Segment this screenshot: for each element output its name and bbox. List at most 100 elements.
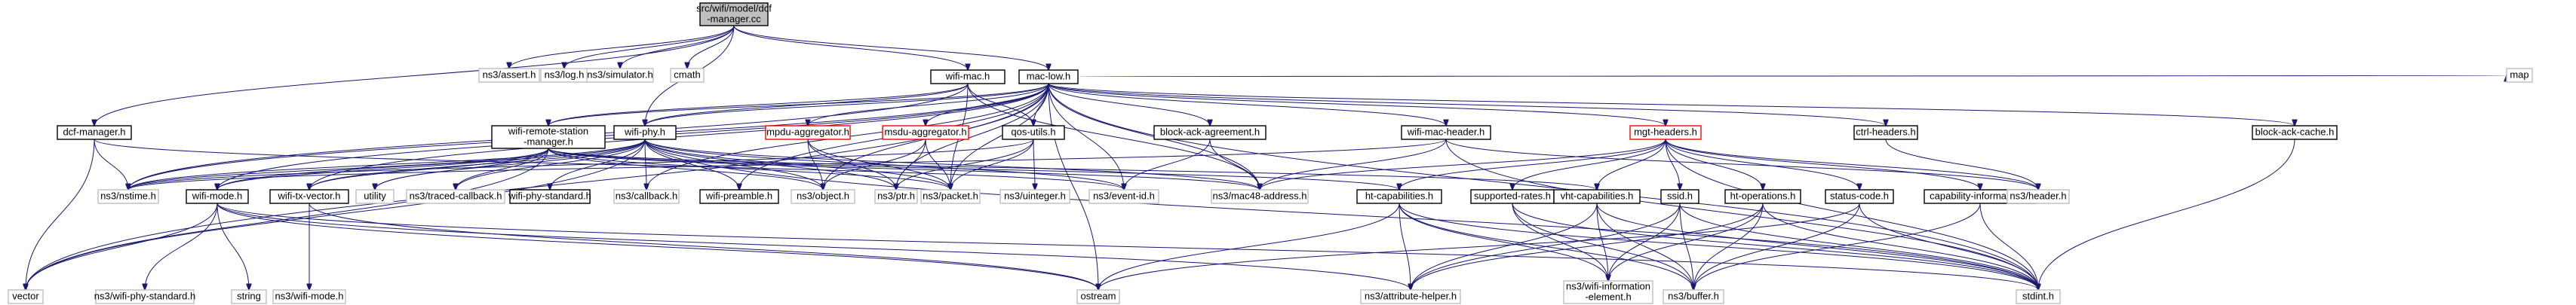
- edge-qos-to-packet: [950, 139, 1034, 190]
- node-wifiphy[interactable]: wifi-phy.h: [613, 125, 677, 140]
- edge-wifiphy-to-mac48: [644, 139, 1260, 190]
- node-wtxv-label: wifi-tx-vector.h: [277, 190, 340, 201]
- edge-htops-to-stdint: [1762, 203, 2038, 290]
- node-ptr-box: [874, 189, 918, 204]
- edge-qos-to-nstime: [128, 139, 1034, 190]
- node-nstime-box: [97, 189, 159, 204]
- node-tcb-box: [406, 189, 505, 204]
- node-ssid-box: [1660, 189, 1699, 204]
- node-msdu[interactable]: msdu-aggregator.h: [882, 125, 969, 140]
- node-msdu-label: msdu-aggregator.h: [884, 126, 966, 137]
- edge-maclow-to-ostream: [1048, 83, 1098, 290]
- node-dcfh[interactable]: dcf-manager.h: [57, 125, 132, 140]
- node-wifimac[interactable]: wifi-mac.h: [930, 69, 1006, 84]
- edge-wifiphy-to-wtxv: [309, 139, 646, 190]
- node-wifimode-label: wifi-mode.h: [192, 190, 242, 201]
- node-suprates-label: supported-rates.h: [1474, 190, 1551, 201]
- edge-wifiphy-to-vector: [26, 139, 646, 290]
- node-dcfh-label: dcf-manager.h: [63, 126, 125, 137]
- node-utility-box: [355, 189, 395, 204]
- edge-htops-to-wie: [1608, 203, 1764, 281]
- node-suprates[interactable]: supported-rates.h: [1470, 189, 1555, 204]
- node-mpdu[interactable]: mpdu-aggregator.h: [765, 125, 851, 140]
- node-wmh[interactable]: wifi-mac-header.h: [1401, 125, 1491, 140]
- node-wifimode[interactable]: wifi-mode.h: [186, 189, 249, 204]
- edge-mpdu-to-packet: [807, 139, 950, 190]
- node-bac-label: block-ack-cache.h: [2255, 126, 2335, 137]
- edge-htcap-to-stdint: [1399, 203, 2038, 290]
- edge-mgt-to-vhtcap: [1597, 139, 1666, 190]
- node-object: ns3/object.h: [791, 189, 855, 204]
- node-preamble[interactable]: wifi-preamble.h: [699, 189, 779, 204]
- node-dcf-label: -manager.cc: [707, 13, 761, 24]
- edge-ssid-to-stdint: [1679, 203, 2038, 290]
- node-ssid[interactable]: ssid.h: [1660, 189, 1699, 204]
- node-wie: ns3/wifi-information-element.h: [1563, 280, 1653, 304]
- edge-vhtcap-to-stdint: [1596, 203, 2038, 290]
- edge-wtxv-to-ostream: [309, 203, 1098, 290]
- node-uinteger-label: ns3/uinteger.h: [1004, 190, 1066, 201]
- node-eventid-box: [1088, 189, 1159, 204]
- node-mgt[interactable]: mgt-headers.h: [1629, 125, 1702, 140]
- edge-mpdu-to-ptr: [807, 139, 896, 190]
- node-htops-label: ht-operations.h: [1730, 190, 1796, 201]
- node-object-label: ns3/object.h: [797, 190, 849, 201]
- node-callback-box: [613, 189, 680, 204]
- node-assert-label: ns3/assert.h: [483, 69, 536, 80]
- edge-maclow-to-mgt: [1048, 83, 1666, 126]
- edge-wifiphy-to-tcb: [456, 139, 646, 190]
- node-wtxv[interactable]: wifi-tx-vector.h: [269, 189, 349, 204]
- edge-wrsm-to-packet: [548, 148, 950, 190]
- node-qos-label: qos-utils.h: [1011, 126, 1055, 137]
- node-bac[interactable]: block-ack-cache.h: [2252, 125, 2338, 140]
- edge-wmh-to-nstime: [128, 139, 1447, 190]
- edge-wifimode-to-vector: [26, 203, 218, 290]
- node-dcf[interactable]: src/wifi/model/dcf-manager.cc: [696, 2, 772, 26]
- edge-ctrl-to-header: [1885, 139, 2038, 190]
- edge-dcf-to-dcfh: [94, 25, 735, 126]
- node-wmodeext: ns3/wifi-mode.h: [272, 289, 346, 304]
- edge-mgt-to-mac48: [1260, 139, 1666, 190]
- node-statuscode[interactable]: status-code.h: [1825, 189, 1894, 204]
- node-mac48: ns3/mac48-address.h: [1211, 189, 1309, 204]
- edge-wifimac-to-wrsm: [548, 83, 969, 126]
- node-qos[interactable]: qos-utils.h: [1002, 125, 1065, 140]
- edge-wifiphy-to-preamble: [644, 139, 739, 190]
- edge-htcap-to-attrhelper: [1399, 203, 1411, 290]
- node-baa-box: [1153, 125, 1267, 140]
- edge-statuscode-to-buffer: [1693, 203, 1860, 290]
- node-mac48-label: ns3/mac48-address.h: [1212, 190, 1306, 201]
- edge-maclow-to-wrsm: [548, 83, 1049, 126]
- edge-wifiphy-to-eventid: [644, 139, 1124, 190]
- node-string-box: [231, 289, 267, 304]
- node-ctrl[interactable]: ctrl-headers.h: [1853, 125, 1918, 140]
- node-vhtcap[interactable]: vht-capabilities.h: [1553, 189, 1641, 204]
- node-wrsm-box: [491, 125, 606, 149]
- edge-wrsm-to-wifimode: [217, 148, 549, 190]
- edge-mgt-to-statuscode: [1665, 139, 1859, 190]
- node-dcf-label: src/wifi/model/dcf: [696, 2, 772, 14]
- node-wps[interactable]: wifi-phy-standard.h: [508, 189, 591, 204]
- node-nstime: ns3/nstime.h: [97, 189, 159, 204]
- edge-wmh-to-mac48: [1260, 139, 1447, 190]
- node-htcap[interactable]: ht-capabilities.h: [1356, 189, 1442, 204]
- node-wps-box: [509, 189, 591, 204]
- edge-htcap-to-wie: [1399, 203, 1608, 281]
- edge-wifimode-to-stdint: [216, 203, 2038, 290]
- edge-mgt-to-capinfo: [1665, 139, 1980, 190]
- node-htops[interactable]: ht-operations.h: [1724, 189, 1801, 204]
- node-assert-box: [478, 68, 540, 83]
- node-maclow[interactable]: mac-low.h: [1018, 69, 1079, 84]
- edge-vhtcap-to-attrhelper: [1411, 203, 1598, 290]
- edge-capinfo-to-buffer: [1693, 203, 1981, 290]
- edge-qos-to-ptr: [896, 139, 1034, 190]
- node-wie-box: [1563, 280, 1653, 304]
- node-wrsm[interactable]: wifi-remote-station-manager.h: [491, 125, 606, 149]
- node-log-label: ns3/log.h: [545, 69, 585, 80]
- edge-mgt-to-suprates: [1512, 139, 1666, 190]
- node-ostream: ostream: [1076, 289, 1120, 304]
- edge-mgt-to-htcap: [1399, 139, 1666, 190]
- node-baa[interactable]: block-ack-agreement.h: [1153, 125, 1267, 140]
- node-dcfh-box: [57, 125, 132, 140]
